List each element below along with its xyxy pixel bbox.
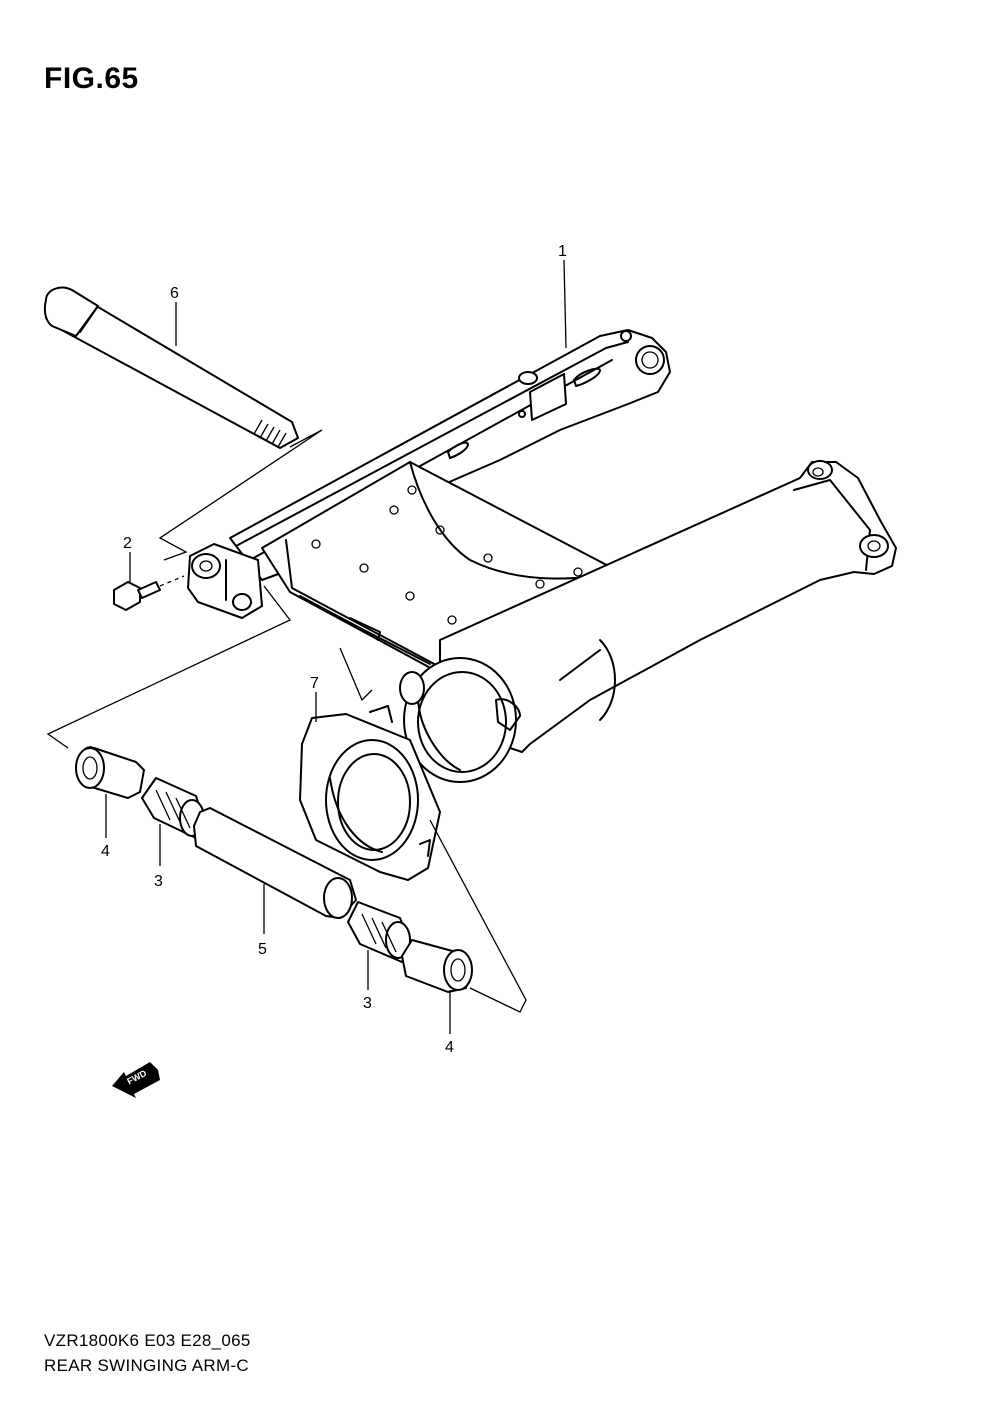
part-callouts: 1 2 3 3 4 4 5 6 7 bbox=[101, 243, 567, 1056]
callout-part-5: 5 bbox=[258, 941, 267, 958]
bearing-collar-set-drawing bbox=[75, 746, 473, 993]
callout-part-3b: 3 bbox=[363, 995, 372, 1012]
leader-lines bbox=[105, 259, 567, 1034]
figure-title: FIG.65 bbox=[44, 62, 139, 95]
callout-part-7: 7 bbox=[310, 675, 319, 692]
model-code: VZR1800K6 E03 E28_065 bbox=[44, 1331, 251, 1350]
assembly-guide-lines bbox=[46, 585, 527, 1013]
callout-part-6: 6 bbox=[170, 285, 179, 302]
swing-arm-drawing bbox=[187, 329, 897, 783]
callout-part-4b: 4 bbox=[445, 1039, 454, 1056]
fwd-arrow-icon: FWD bbox=[112, 1062, 160, 1098]
seal-cover-drawing bbox=[299, 705, 441, 881]
callout-part-4a: 4 bbox=[101, 843, 110, 860]
pivot-shaft-drawing bbox=[43, 286, 323, 561]
callout-part-2: 2 bbox=[123, 535, 132, 552]
diagram-caption: REAR SWINGING ARM-C bbox=[44, 1356, 249, 1375]
callout-part-3a: 3 bbox=[154, 873, 163, 890]
bolt-drawing bbox=[113, 575, 185, 611]
callout-part-1: 1 bbox=[558, 243, 567, 260]
